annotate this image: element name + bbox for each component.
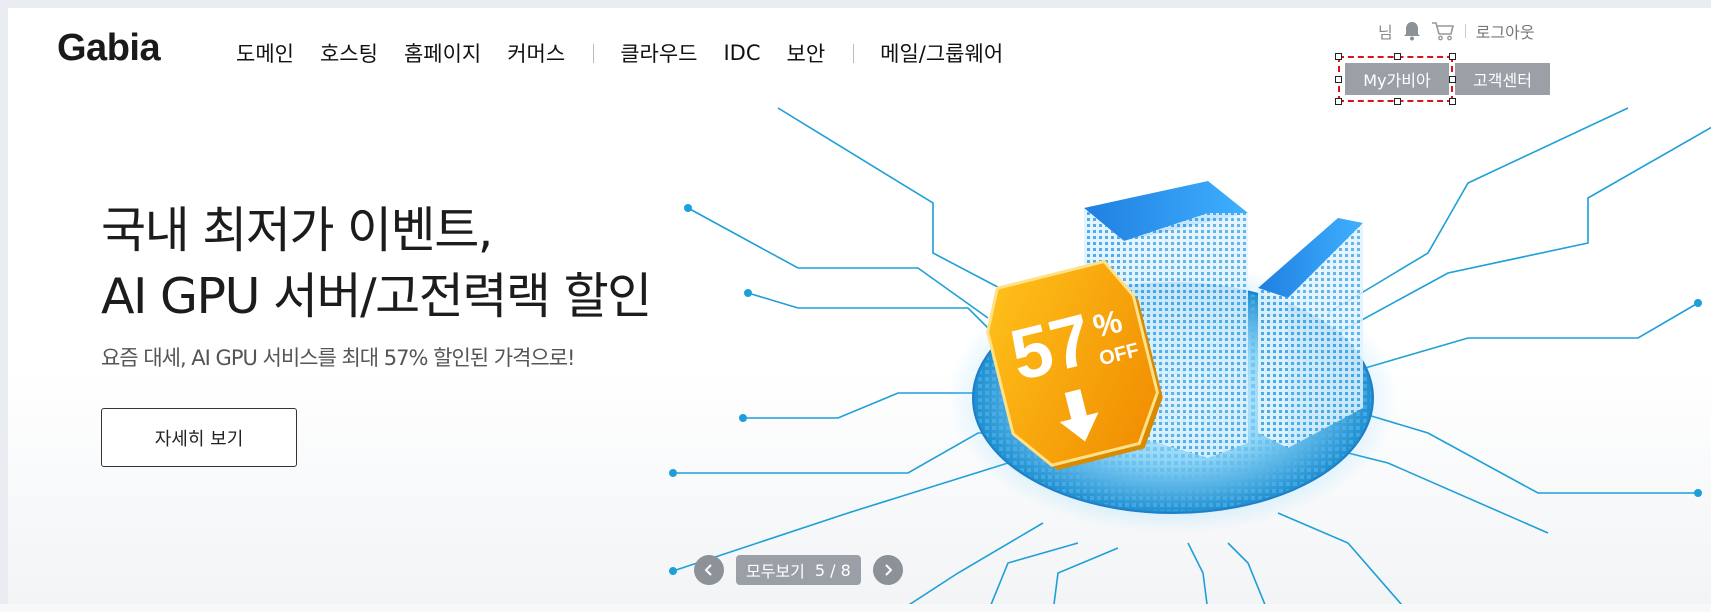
circuit-line [1187,542,1208,604]
nav-domain[interactable]: 도메인 [236,42,294,66]
view-all-label: 모두보기 [746,562,805,581]
chevron-left-icon [704,564,712,576]
slide-total: 8 [840,560,851,580]
hero-subtitle: 요즘 대세, AI GPU 서비스를 최대 57% 할인된 가격으로! [101,346,575,370]
user-name-suffix: 님 [1378,23,1393,42]
view-all-button[interactable]: 모두보기 5 / 8 [736,555,861,585]
view-details-button[interactable]: 자세히 보기 [101,408,297,467]
resize-handle [1335,76,1342,83]
circuit-node [1694,299,1702,307]
nav-homepage[interactable]: 홈페이지 [403,42,482,66]
circuit-line [1053,547,1119,604]
circuit-line [1327,107,1629,314]
next-slide-button[interactable] [872,555,903,585]
tower-top [1084,181,1248,241]
circuit-node [669,567,677,575]
hero-title: 국내 최저가 이벤트, AI GPU 서버/고전력랙 할인 [101,198,652,330]
badge-percent: 57 [1003,299,1100,396]
discount-badge: 57 % OFF [986,259,1163,471]
nav-hosting[interactable]: 호스팅 [319,42,378,66]
resize-handle [1394,53,1401,60]
circuit-node [669,469,677,477]
circuit-node [744,289,752,297]
circuit-line [777,107,1029,304]
gabia-logo[interactable]: Gabia [57,27,161,69]
circuit-line [1337,126,1711,334]
slide-separator: / [830,560,836,580]
bottom-strip [0,604,1711,612]
tower-side [1258,288,1288,448]
nav-commerce[interactable]: 커머스 [507,42,566,66]
nav-idc[interactable]: IDC [723,41,761,65]
nav-mail-groupware[interactable]: 메일/그룹웨어 [880,42,1004,66]
my-gabia-button[interactable]: My가비아 [1345,63,1449,95]
resize-handle [1335,53,1342,60]
customer-center-button[interactable]: 고객센터 [1455,63,1550,95]
tower-front [1288,223,1363,448]
bell-icon[interactable] [1403,21,1421,41]
global-nav: 도메인 호스팅 홈페이지 커머스 클라우드 IDC 보안 메일/그룹웨어 [236,38,1029,68]
circuit-node [1694,489,1702,497]
ai-server-illustration: 57 % OFF [669,107,1711,604]
nav-divider [593,43,595,63]
utility-bar: 님 로그아웃 [1378,19,1535,43]
circuit-line [672,462,1009,572]
circuit-line [743,392,988,419]
slide-counter: 5 / 8 [815,561,851,580]
banner-pager: 모두보기 5 / 8 [694,555,903,585]
down-arrow-icon [1059,389,1099,442]
prev-slide-button[interactable] [694,555,724,585]
circuit-node [739,414,747,422]
nav-divider [853,43,855,63]
hero-title-line1: 국내 최저가 이벤트, [101,202,493,259]
tower-top [1258,218,1363,298]
nav-cloud[interactable]: 클라우드 [620,42,698,66]
chevron-right-icon [885,564,893,576]
circuit-nodes [669,204,1702,575]
util-separator [1464,24,1466,38]
circuit-line [990,542,1079,604]
circuit-line [1227,542,1266,604]
circuit-node [684,204,692,212]
slide-current: 5 [814,560,826,580]
hero-title-line2: AI GPU 서버/고전력랙 할인 [101,268,652,325]
nav-security[interactable]: 보안 [786,42,826,66]
circuit-line [1347,302,1699,374]
badge-shape [986,259,1159,467]
circuit-line [1277,512,1403,604]
cart-icon[interactable] [1431,21,1455,41]
circuit-line [908,522,1044,604]
page: Gabia 도메인 호스팅 홈페이지 커머스 클라우드 IDC 보안 메일/그룹… [8,8,1711,604]
letter-i-tower [1258,218,1363,448]
resize-handle [1449,53,1456,60]
circuit-line [687,207,989,319]
logout-link[interactable]: 로그아웃 [1475,23,1535,42]
